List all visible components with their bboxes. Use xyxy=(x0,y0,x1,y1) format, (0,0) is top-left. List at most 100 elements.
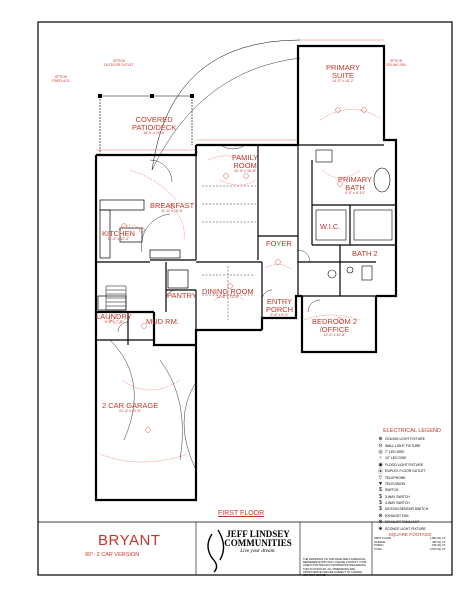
room-name: 2 CAR GARAGE xyxy=(102,401,159,410)
legend-label: SCONCE LIGHT FIXTURE xyxy=(385,526,426,531)
legend-label: WALL LIGHT FIXTURE xyxy=(385,443,421,448)
brand-name-line-1: JEFF LINDSEY xyxy=(226,529,290,539)
room-kitchen: KITCHEN 11'-4" x 12'-0" xyxy=(102,230,135,242)
room-family: FAMILY ROOM 20'-0" x 16'-8" xyxy=(232,154,258,174)
legend-label: 4-WAY SWITCH xyxy=(385,501,410,506)
room-dimensions: 6'-8" x 7'-8" xyxy=(104,319,123,324)
note-line: OPTION xyxy=(389,59,403,63)
legend-label: SWITCH xyxy=(385,488,399,493)
room-foyer: FOYER xyxy=(266,240,292,248)
room-name: ROOM xyxy=(233,160,257,170)
legend-items: ⊕CEILING LIGHT FIXTURE⊙WALL LIGHT FIXTUR… xyxy=(376,436,448,532)
room-dimensions: 11'-4" x 12'-0" xyxy=(107,236,130,241)
room-primary-suite: PRIMARY SUITE 14'-0" x 15'-2" xyxy=(326,64,360,84)
room-name: DINING ROOM xyxy=(202,287,254,296)
room-name: KITCHEN xyxy=(102,229,135,238)
room-name: ENTRY xyxy=(266,297,293,306)
legend-item: $3-WAY SWITCH xyxy=(376,494,448,500)
room-name: COVERED xyxy=(135,115,173,124)
plan-version: 90°- 2 CAR VERSION xyxy=(85,552,140,558)
room-primary-bath: PRIMARY BATH 9'-0" x 8'-10" xyxy=(338,176,372,196)
legend-symbol-icon: $ xyxy=(379,500,382,507)
legend-item: ⊕CEILING LIGHT FIXTURE xyxy=(376,436,448,442)
legend-item: ◉FLOOD LIGHT FIXTURE xyxy=(376,462,448,468)
brand-tagline: Live your dream. xyxy=(240,548,276,554)
legend-item: ❀SCONCE LIGHT FIXTURE xyxy=(376,525,448,532)
room-dimensions: 6'-8" x 5'-0" xyxy=(270,312,289,317)
sqft-value: 2,570 SQ. FT. xyxy=(429,547,446,551)
legend-item: $MOTION SENSOR SWITCH xyxy=(376,506,448,512)
legend-label: FLOOD LIGHT FIXTURE xyxy=(385,462,423,467)
room-name: FAMILY xyxy=(232,153,259,162)
legend-item: ▽TELEPHONE xyxy=(376,474,448,481)
sqft-label: PORCH xyxy=(374,544,384,548)
room-name: LAUNDRY xyxy=(96,312,132,321)
sqft-value: 1,892 SQ. FT. xyxy=(429,537,446,540)
legend-label: MOTION SENSOR SWITCH xyxy=(385,507,429,512)
legend-symbol-icon: $ xyxy=(379,493,382,500)
legend-label: EXHAUST FAN/LIGHT xyxy=(385,520,420,525)
legend-symbol-icon: ❀ xyxy=(378,525,383,532)
legend-item: ⊙WALL LIGHT FIXTURE xyxy=(376,442,448,449)
room-bedroom-2: BEDROOM 2 /OFFICE 12'-0" x 10'-8" xyxy=(312,318,357,338)
room-dimensions: 12'-0" x 10'-8" xyxy=(323,332,346,337)
legend-symbol-icon: ⊕ xyxy=(378,436,383,443)
legend-symbol-icon: $ xyxy=(379,487,382,494)
option-note-outlet: OPTION OUTDOOR OUTLET xyxy=(104,59,134,67)
floor-label: FIRST FLOOR xyxy=(218,510,265,517)
legend-item: ⊗EXHAUST FAN xyxy=(376,513,448,519)
room-dimensions: 18'-0" x 10'-0" xyxy=(143,130,166,135)
room-name: BATH 2 xyxy=(352,249,378,258)
legend-item: $SWITCH xyxy=(376,487,448,493)
legend-symbol-icon: ⦿ xyxy=(377,468,383,475)
room-name: BEDROOM 2 xyxy=(312,317,358,326)
sqft-value: 196 SQ. FT. xyxy=(432,544,446,548)
legend-label: TELEVISION xyxy=(385,481,405,486)
option-note-ceiling: OPTION CEILING FAN xyxy=(386,59,406,67)
note-line: OPTION xyxy=(54,75,67,79)
room-wic: W.I.C. xyxy=(320,223,340,231)
legend-symbol-icon: ▽ xyxy=(378,474,383,481)
room-mud-rm: MUD RM. xyxy=(146,318,179,326)
room-entry-porch: ENTRY PORCH 6'-8" x 5'-0" xyxy=(266,298,293,318)
legend-symbol-icon: ⊙ xyxy=(378,442,383,449)
legend-item: ▼TELEVISION xyxy=(376,481,448,487)
room-garage: 2 CAR GARAGE 21'-4" x 22'-0" xyxy=(102,402,158,414)
legend-symbol-icon: ○ xyxy=(378,455,383,462)
room-dimensions: 20'-0" x 16'-8" xyxy=(234,168,257,173)
room-name: BREAKFAST xyxy=(150,201,195,210)
room-name: /OFFICE xyxy=(319,324,350,334)
room-dimensions: 11'-8" x 12'-0" xyxy=(216,294,239,299)
legend-title: ELECTRICAL LEGEND xyxy=(383,428,441,434)
legend-label: 10" LED DISK xyxy=(385,456,407,461)
legend-item: $4-WAY SWITCH xyxy=(376,500,448,506)
sqft-title: SQUARE FOOTAGE xyxy=(388,532,432,537)
brand-name: JEFF LINDSEY COMMUNITIES xyxy=(200,530,298,548)
legend-item: ◎7" LED DISK xyxy=(376,449,448,455)
brand-block: JEFF LINDSEY COMMUNITIES Live your dream… xyxy=(200,530,298,555)
room-name: FOYER xyxy=(266,239,292,248)
brand-name-line-2: COMMUNITIES xyxy=(224,538,292,548)
room-name: MUD RM. xyxy=(146,317,179,326)
legend-label: CEILING LIGHT FIXTURE xyxy=(385,437,425,442)
brand-logo-mark xyxy=(207,529,225,573)
room-name: BATH xyxy=(345,182,365,192)
room-name: PRIMARY xyxy=(338,175,373,184)
note-line: OUTDOOR OUTLET xyxy=(104,62,134,67)
legend-label: TELEPHONE xyxy=(385,475,406,480)
room-name: W.I.C. xyxy=(320,222,341,231)
room-name: PORCH xyxy=(266,304,294,314)
room-name: PANTRY xyxy=(167,291,197,300)
room-dining: DINING ROOM 11'-8" x 12'-0" xyxy=(202,288,254,300)
room-covered-patio: COVERED PATIO/DECK 18'-0" x 10'-0" xyxy=(132,116,176,136)
room-dimensions: 14'-0" x 15'-2" xyxy=(331,78,355,83)
room-name: SUITE xyxy=(331,70,355,80)
room-breakfast: BREAKFAST 11'-0" x 10'-8" xyxy=(150,202,194,214)
